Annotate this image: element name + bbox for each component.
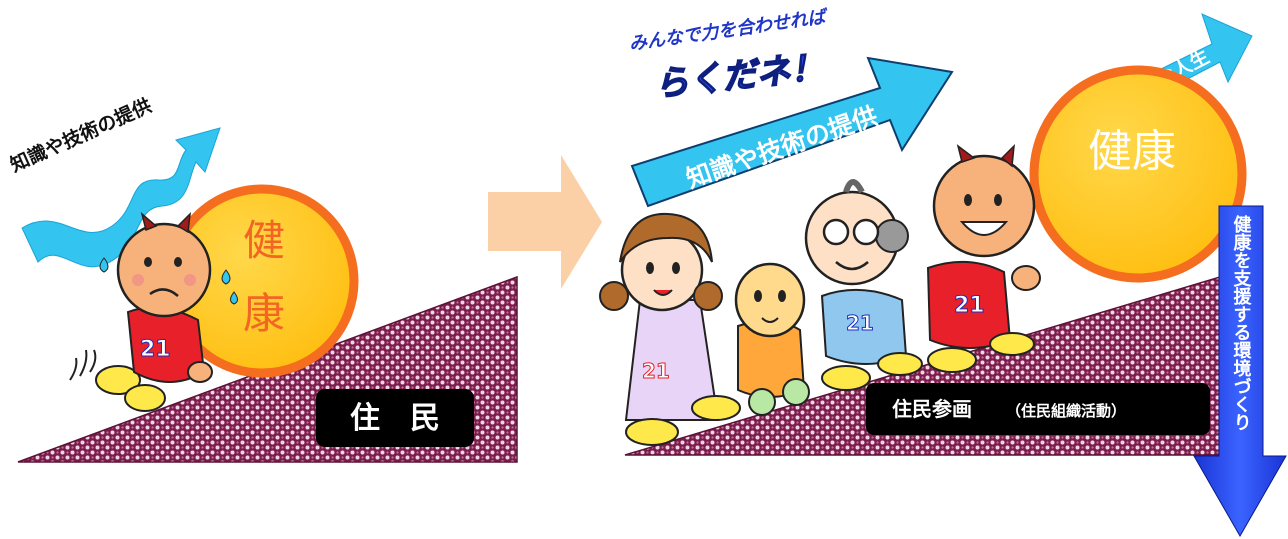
character-head [116,222,212,318]
sweat-icon [221,269,231,285]
left-ball-label-2: 康 [243,289,285,338]
left-character-badge: 21 [140,337,171,362]
character-foot [877,352,923,376]
character-hand [1011,265,1041,291]
right-health-ball [1029,65,1247,283]
girl-character: 21 [599,212,741,446]
left-wavy-arrow [21,127,221,268]
character-head [734,262,806,338]
devil-character: 21 [926,143,1041,373]
character-foot [625,418,679,446]
sweat-icon [230,291,238,305]
slogan-bottom: らくだネ！ [653,47,826,105]
baby-character [734,262,810,416]
left-panel: 知識や技術の提供 健 康 21 住 民 [7,94,518,463]
devil-badge: 21 [954,293,985,318]
environment-support-arrow [1193,205,1287,538]
grandpa-character: 21 [804,179,923,391]
right-knowledge-arrow [630,56,954,208]
grandpa-badge: 21 [846,311,874,335]
left-arrow-label: 知識や技術の提供 [7,94,155,177]
girl-badge: 21 [642,359,670,383]
character-foot [989,332,1035,356]
character-head [932,154,1036,258]
left-resident-label: 住 民 [350,401,440,436]
character-foot [821,365,871,391]
character-foot [95,365,141,395]
character-foot [927,347,977,373]
slogan-top: みんなで力を合わせれば [628,6,830,55]
character-foot [124,384,166,412]
right-panel: みんなで力を合わせれば らくだネ！ 知識や技術の提供 豊かな人生 健康 健康を支… [599,6,1287,538]
motion-lines-icon [69,349,97,381]
sweat-icon [99,257,109,273]
right-ball-label: 健康 [1088,126,1176,177]
character-horn [176,211,191,234]
left-character: 21 [69,211,238,412]
right-participation-main: 住民参画 [892,397,972,421]
left-ball-label-1: 健 [243,216,285,265]
transition-arrow-icon [488,155,602,289]
character-horn [140,211,158,232]
left-resident-box [316,389,474,447]
environment-support-label: 健康を支援する環境づくり [1231,214,1253,431]
character-foot [691,395,741,421]
right-participation-sub: （住民組織活動） [1006,402,1126,420]
right-participation-box [866,383,1210,435]
character-hand [187,361,213,383]
